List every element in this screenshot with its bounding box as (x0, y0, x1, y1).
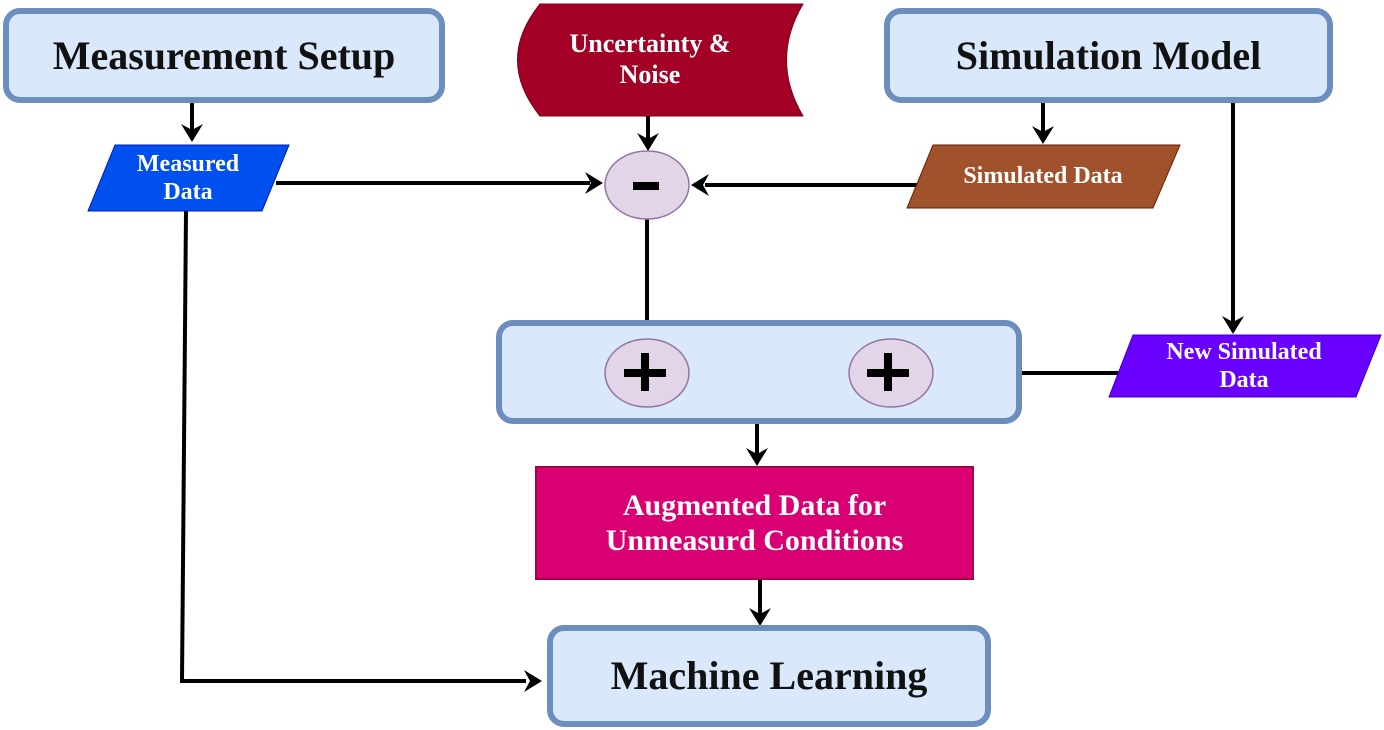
plus-icon-left (624, 353, 666, 391)
edge-combiner-to-augmented-arrowhead (746, 448, 768, 466)
edge-simdata-to-subtract-arrowhead (691, 174, 709, 196)
simulated-data-shape[interactable] (906, 144, 1181, 209)
new-simulated-data-shape[interactable] (1108, 334, 1382, 398)
edge-measured-to-ml-arrowhead (524, 670, 542, 692)
measurement-setup-box[interactable] (3, 8, 445, 103)
simulation-model-box[interactable] (884, 8, 1333, 103)
edge-setup-to-measured-arrowhead (181, 124, 203, 142)
uncertainty-noise-shape[interactable] (517, 3, 804, 117)
edge-augmented-to-ml-arrowhead (749, 608, 771, 626)
measured-data-shape[interactable] (87, 144, 290, 212)
edge-noise-to-subtract-arrowhead (637, 133, 659, 151)
combiner-box[interactable] (496, 320, 1022, 424)
minus-icon (633, 182, 659, 190)
edge-measured-to-ml (179, 210, 526, 683)
edge-simmodel-to-newsim-arrowhead (1222, 316, 1244, 334)
edge-measured-to-subtract-arrowhead (585, 172, 603, 194)
edge-simmodel-to-simdata-arrowhead (1032, 126, 1054, 144)
machine-learning-box[interactable] (547, 625, 991, 727)
augmented-data-box[interactable] (535, 466, 974, 580)
plus-icon-right (867, 353, 909, 391)
